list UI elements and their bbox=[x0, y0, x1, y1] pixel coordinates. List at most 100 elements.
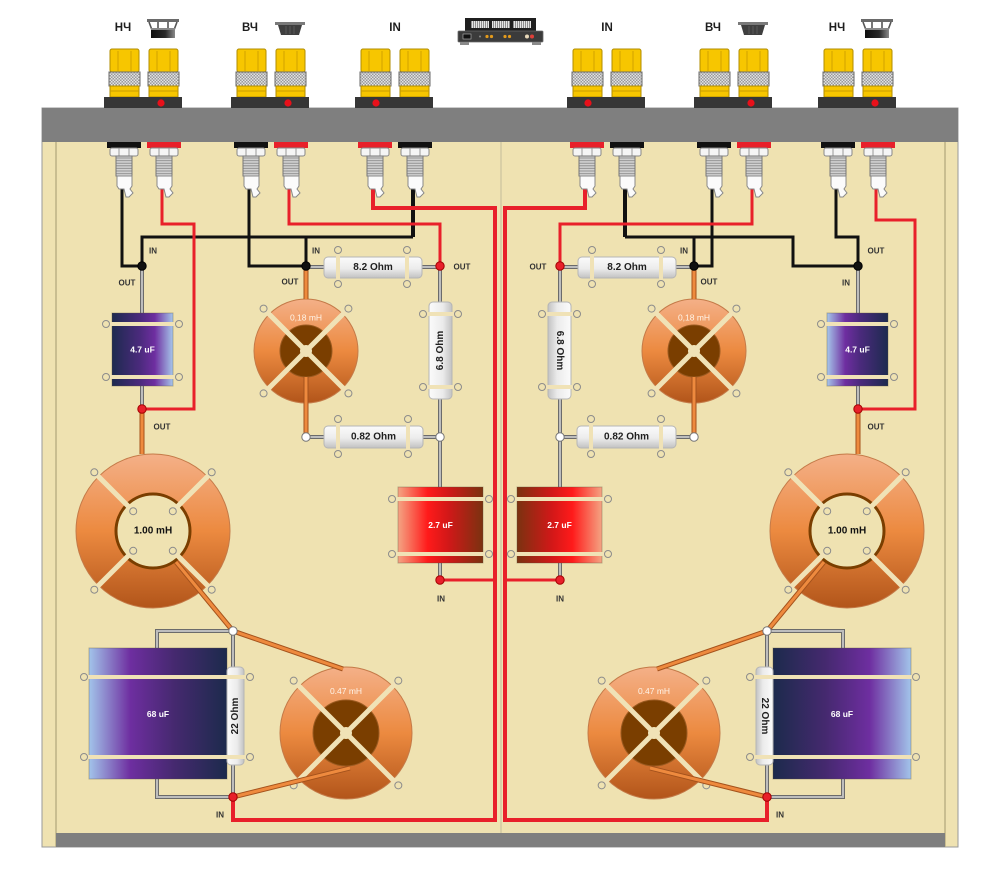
notch-capacitor: 68 uF bbox=[772, 647, 912, 780]
junction-dot-solder bbox=[228, 626, 238, 636]
terminal-thread bbox=[829, 155, 847, 177]
hf-series-resistor-strap-eyelet bbox=[657, 246, 665, 254]
hf-shunt-resistor-strap-eyelet bbox=[419, 310, 427, 318]
hf-series-resistor-strap-eyelet bbox=[334, 280, 342, 288]
amplifier-foot bbox=[532, 42, 541, 45]
hf-inductor-center bbox=[300, 345, 312, 357]
binding-post-knurl bbox=[147, 71, 180, 87]
hf-inductor: 0,18 mH bbox=[253, 298, 359, 404]
junction-dot-positive bbox=[435, 261, 445, 271]
binding-post-knurl bbox=[698, 71, 731, 87]
terminal-insulator-cap bbox=[737, 142, 771, 148]
hf-shunt-resistor-strap-eyelet bbox=[573, 310, 581, 318]
hf-low-resistor: 0.82 Ohm bbox=[576, 415, 677, 458]
terminal-nut bbox=[572, 147, 602, 157]
hf-shunt-resistor: 6.8 Ohm bbox=[419, 301, 462, 400]
negative-terminal bbox=[697, 142, 731, 198]
positive-terminal bbox=[358, 142, 392, 198]
hf-series-resistor-body bbox=[323, 256, 423, 279]
jack-base-plate bbox=[818, 97, 896, 108]
polarity-dot bbox=[284, 99, 292, 107]
hf-series-resistor-strap bbox=[659, 253, 663, 282]
lf-capacitor-strap-eyelet bbox=[890, 373, 898, 381]
terminal-label-hf-cap-in: IN bbox=[437, 595, 445, 604]
binding-post bbox=[822, 48, 855, 98]
terminal-label-hf-junction: IN bbox=[312, 247, 320, 256]
lf-inductor-strap-eyelet bbox=[90, 585, 99, 594]
terminal-solder-lug bbox=[706, 175, 724, 198]
hf-shunt-resistor-strap bbox=[426, 312, 455, 316]
coil-lead-wire bbox=[656, 628, 768, 672]
negative-wire bbox=[625, 235, 858, 268]
hf-low-resistor-strap bbox=[406, 422, 410, 452]
hf-shunt-resistor-strap bbox=[426, 385, 455, 389]
junctions-layer bbox=[137, 261, 863, 802]
amplifier-vent bbox=[492, 21, 510, 28]
hf-inductor-label: 0,18 mH bbox=[678, 313, 710, 323]
negative-wire bbox=[140, 235, 413, 266]
lf-inductor-label: 1.00 mH bbox=[134, 526, 172, 537]
notch-inductor-label: 0.47 mH bbox=[330, 686, 362, 696]
hf-inductor-strap-eyelet bbox=[732, 389, 741, 398]
notch-inductor-strap-eyelet bbox=[597, 676, 606, 685]
woofer-basket-ring bbox=[151, 28, 175, 30]
hf-series-resistor-strap bbox=[336, 253, 340, 282]
lf-inductor-strap-eyelet bbox=[901, 468, 910, 477]
lf-inductor-tie-strap bbox=[788, 472, 827, 511]
jack-group-label: IN bbox=[601, 22, 613, 34]
hf-low-resistor-strap-eyelet bbox=[587, 450, 595, 458]
terminal-nut bbox=[236, 147, 266, 157]
tweeter-faceplate bbox=[275, 22, 305, 25]
binding-post-knurl bbox=[822, 71, 855, 87]
terminal-thread bbox=[115, 155, 133, 177]
binding-post bbox=[610, 48, 643, 98]
terminal-thread bbox=[406, 155, 424, 177]
terminal-label-hf-junction: IN bbox=[680, 247, 688, 256]
binding-post-knurl bbox=[610, 71, 643, 87]
jack-group: ВЧ bbox=[231, 22, 309, 198]
lf-capacitor-strap-eyelet bbox=[890, 320, 898, 328]
hf-shunt-resistor-body bbox=[428, 301, 453, 400]
lf-inductor-strap-eyelet bbox=[823, 546, 832, 555]
notch-resistor-body bbox=[755, 666, 774, 766]
jack-base-plate bbox=[231, 97, 309, 108]
hf-capacitor-strap bbox=[514, 497, 605, 501]
hf-low-resistor-strap-eyelet bbox=[657, 415, 665, 423]
notch-resistor: 22 Ohm bbox=[755, 666, 774, 766]
coil-lead-wire bbox=[232, 765, 351, 800]
jack-group: ВЧ bbox=[694, 22, 772, 198]
notch-capacitor-strap-eyelet bbox=[912, 753, 920, 761]
jack-group: НЧ bbox=[104, 19, 182, 198]
binding-post bbox=[398, 48, 431, 98]
lf-capacitor-strap-eyelet bbox=[817, 320, 825, 328]
jack-base-plate bbox=[104, 97, 182, 108]
top-panel-bar bbox=[42, 108, 958, 142]
terminal-thread bbox=[705, 155, 723, 177]
binding-post bbox=[235, 48, 268, 98]
hf-inductor-strap-eyelet bbox=[647, 304, 656, 313]
binding-post bbox=[108, 48, 141, 98]
terminal-label-lf-junction: OUT bbox=[868, 247, 885, 256]
tweeter-faceplate bbox=[738, 22, 768, 25]
binding-post-knurl bbox=[359, 71, 392, 87]
terminal-thread bbox=[366, 155, 384, 177]
hf-inductor-strap-eyelet bbox=[647, 389, 656, 398]
junction-dot-negative bbox=[853, 261, 863, 271]
terminal-nut bbox=[400, 147, 430, 157]
coil-lead-wire-core bbox=[649, 766, 768, 799]
junction-dot-negative bbox=[301, 261, 311, 271]
jack-group: IN bbox=[355, 22, 433, 198]
hf-capacitor-strap-eyelet bbox=[388, 550, 396, 558]
hf-low-resistor: 0.82 Ohm bbox=[323, 415, 424, 458]
hf-series-resistor: 8.2 Ohm bbox=[323, 246, 423, 288]
polarity-dot bbox=[372, 99, 380, 107]
hf-series-resistor-label: 8.2 Ohm bbox=[353, 262, 393, 273]
notch-inductor-strap-eyelet bbox=[702, 676, 711, 685]
terminal-nut bbox=[823, 147, 853, 157]
lf-capacitor-strap-eyelet bbox=[175, 373, 183, 381]
hf-series-resistor: 8.2 Ohm bbox=[577, 246, 677, 288]
terminal-label-hf-resistor-out: OUT bbox=[530, 263, 547, 272]
terminal-label-lf-cap-bottom: OUT bbox=[868, 423, 885, 432]
terminal-label-lf-junction: IN bbox=[149, 247, 157, 256]
woofer-magnet bbox=[151, 30, 175, 38]
